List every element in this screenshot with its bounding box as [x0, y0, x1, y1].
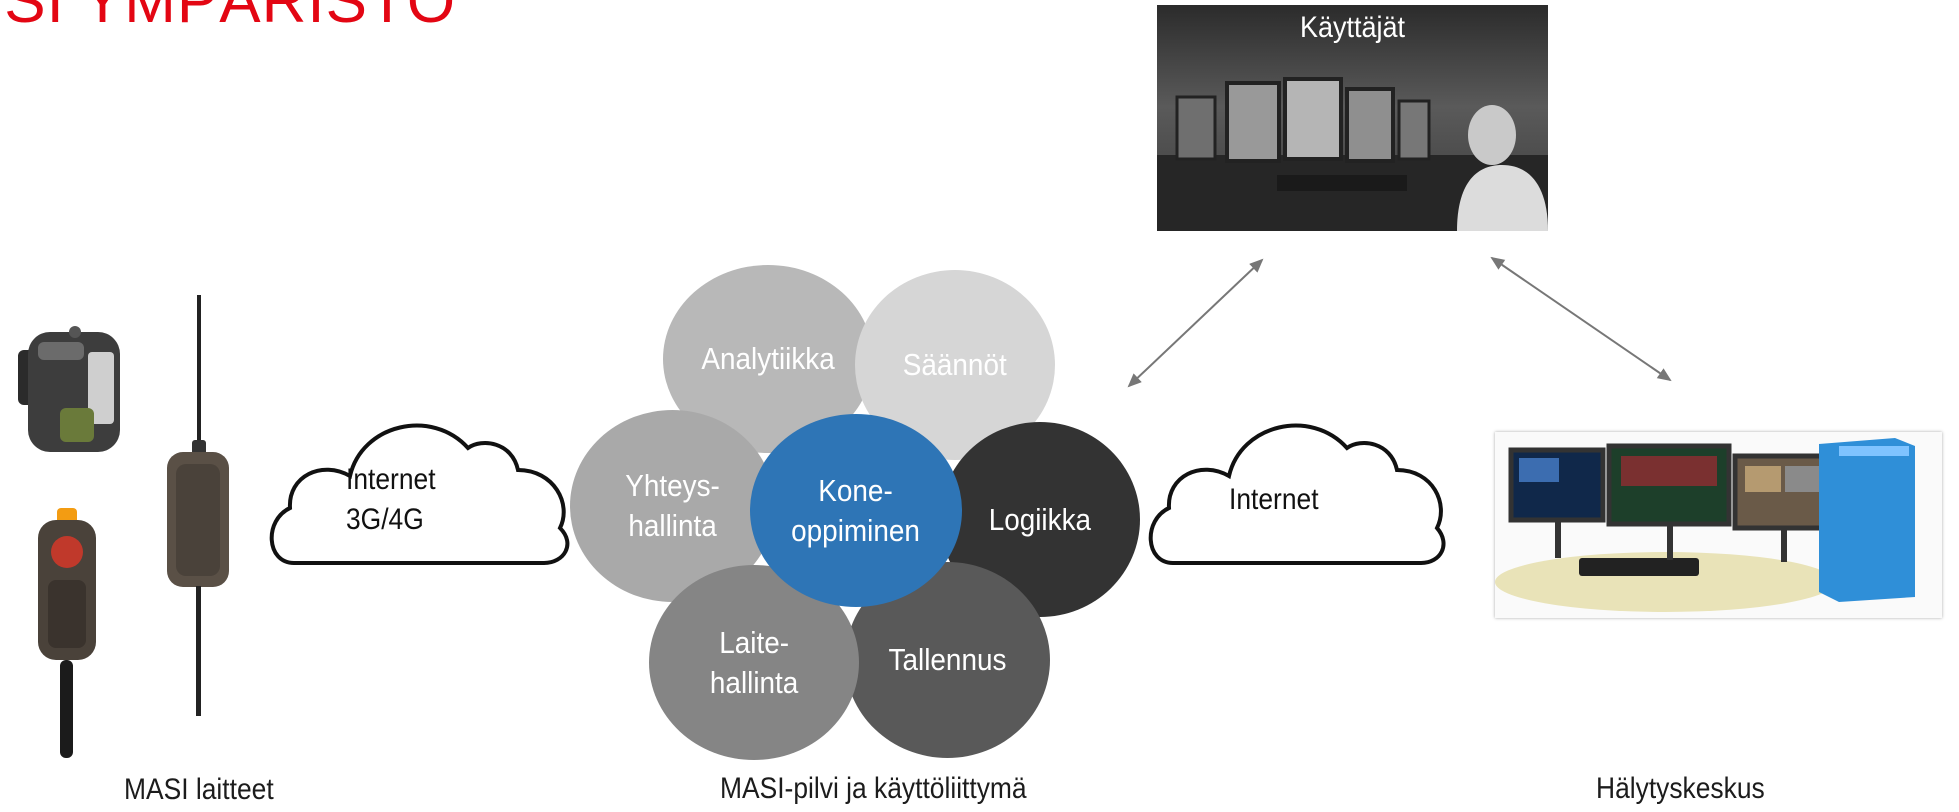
bubble-yhteyshallinta: Yhteys- hallinta — [570, 410, 775, 602]
alarm-center-image — [1495, 432, 1942, 618]
bubble-tallennus: Tallennus — [845, 562, 1050, 758]
internet-cloud — [1148, 423, 1446, 565]
workstation-image — [1495, 438, 1915, 612]
bubble-koneoppiminen: Kone- oppiminen — [750, 414, 962, 607]
control-room-image — [1157, 77, 1548, 231]
right-cloud-label: Internet — [1229, 483, 1319, 516]
left-cloud-label: Internet 3G/4G — [346, 463, 436, 536]
caption-masi-laitteet: MASI laitteet — [124, 773, 274, 806]
caption-halytyskeskus: Hälytyskeskus — [1596, 772, 1765, 805]
users-label: Käyttäjät — [1299, 11, 1406, 44]
internet-3g4g-cloud — [269, 423, 570, 565]
clip-device-icon — [18, 326, 120, 452]
page-title: ISI YMPÄRISTÖ — [0, 0, 457, 36]
masi-devices-image — [18, 295, 229, 758]
bubble-laitehallinta: Laite- hallinta — [649, 565, 859, 760]
users-photo: Käyttäjät — [1157, 5, 1548, 231]
handheld-device-icon — [38, 508, 96, 758]
caption-masi-pilvi: MASI-pilvi ja käyttöliittymä — [720, 772, 1027, 805]
antenna-device-icon — [167, 295, 229, 716]
